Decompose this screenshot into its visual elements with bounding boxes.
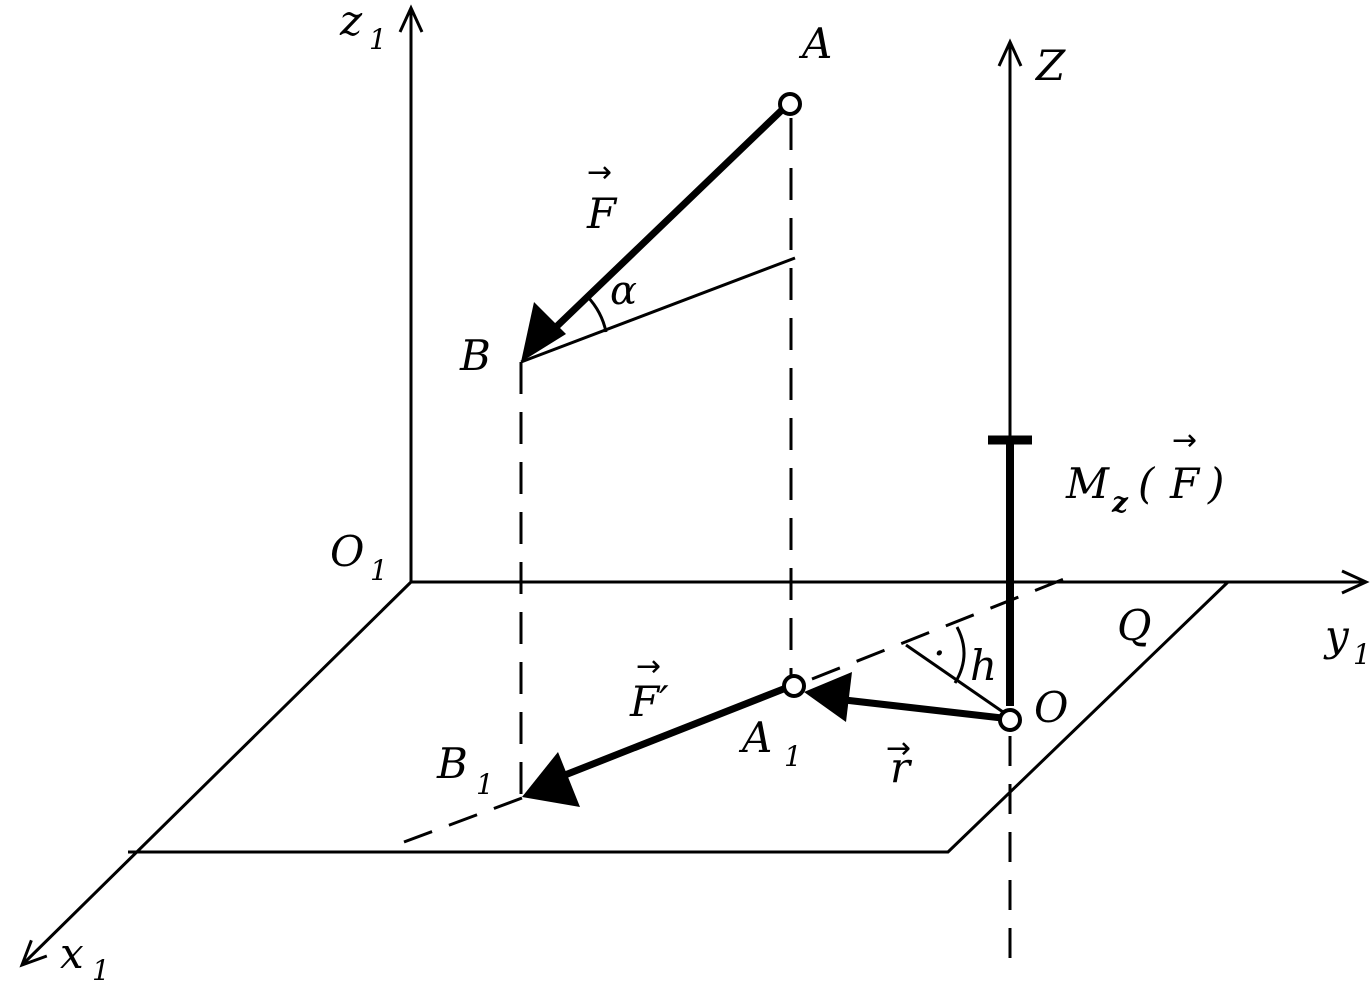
perpendicular-h [905,643,1004,714]
label-r-arrow: → [886,731,911,766]
label-mz-open: ( [1138,459,1156,508]
label-mz-m: M [1065,459,1110,508]
force-fprime-arrowhead [522,752,580,807]
label-z1-sub: 1 [369,23,387,56]
label-f-arrow: → [587,155,612,190]
label-fprime: F′ [629,677,669,726]
label-fprime-arrow: → [636,649,661,684]
angle-reference-line [520,256,796,364]
label-a: A [798,19,832,68]
label-o1: O [330,527,364,576]
label-x1: x [60,929,84,978]
alpha-arc [585,294,608,333]
label-z1: z [339,0,363,45]
label-mz-z: z [1111,486,1129,519]
label-o1-sub: 1 [370,554,388,587]
radius-vector-line [835,695,1003,722]
line-of-action-lower [403,796,523,844]
label-mz-f: F [1169,459,1201,508]
label-f: F [586,189,618,238]
x1-axis [19,580,413,968]
label-b1: B [436,739,468,788]
right-angle-arc [953,626,966,684]
label-x1-sub: 1 [92,954,110,984]
point-a [778,92,802,116]
label-b1-sub: 1 [476,768,494,801]
force-f-line [551,105,787,332]
force-f-arrowhead [521,302,566,362]
plane-q-outline [128,580,1230,854]
point-o [998,708,1022,732]
label-z: Z [1034,41,1066,90]
point-a1 [782,674,806,698]
radius-vector-arrowhead [804,672,852,722]
label-right-angle-dot: · [933,631,946,677]
label-q: Q [1117,601,1151,650]
label-h: h [970,641,997,690]
label-y1-sub: 1 [1353,638,1371,671]
label-mz-arrow: → [1172,423,1197,458]
label-alpha: α [610,268,637,314]
label-o: O [1034,683,1068,732]
label-b: B [459,331,491,380]
label-y1: y [1323,611,1350,660]
label-mz-close: ) [1207,459,1224,508]
label-a1-sub: 1 [784,740,802,773]
force-fprime-line [563,684,788,779]
label-a1: A [738,713,772,762]
label-r: r [890,743,913,792]
